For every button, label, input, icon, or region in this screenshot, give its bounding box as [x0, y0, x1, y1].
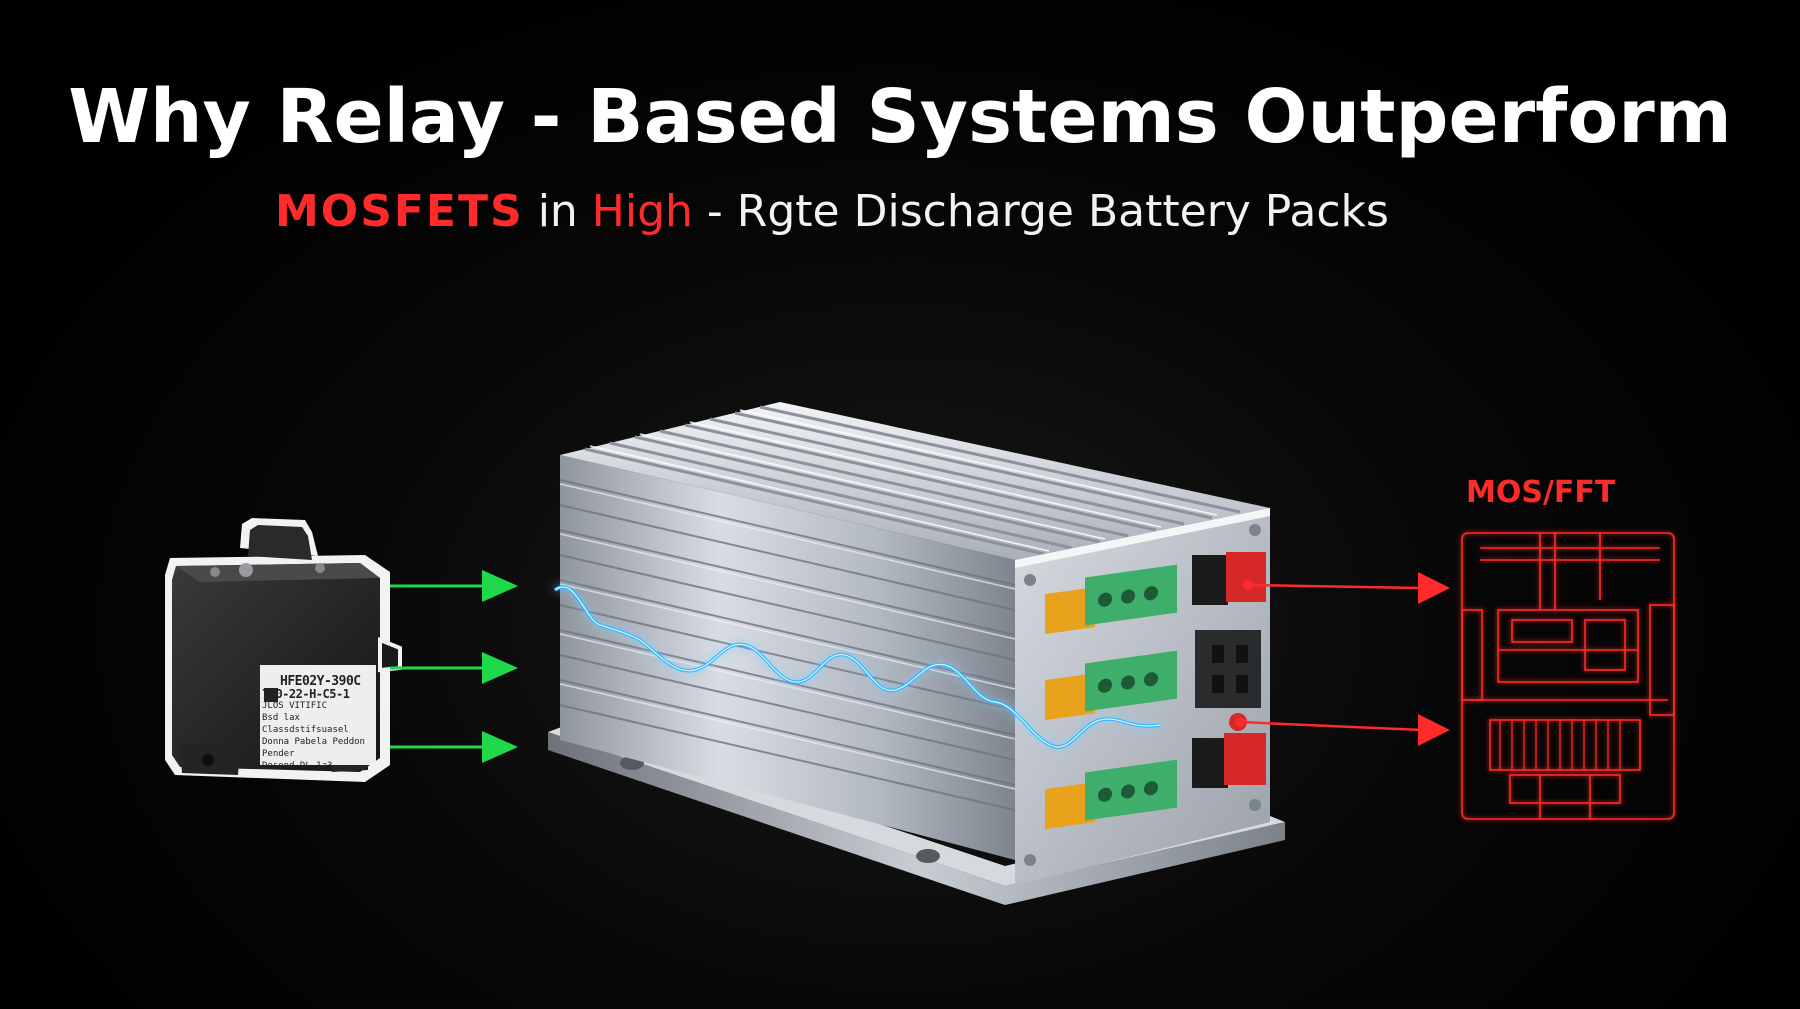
relay-label-text: HFE02Y-390C 700-22-H-C5-1 JLOS VITIFIC B…: [262, 674, 374, 772]
subtitle-mosfets: MOSFETS: [275, 186, 524, 237]
subtitle-in: in: [523, 186, 592, 237]
current-wave: [553, 585, 1161, 749]
relay: [165, 518, 402, 782]
relay-spec-line: Dosond DL 1a3: [262, 761, 333, 771]
arrow-right-icon: [1418, 572, 1450, 604]
arrow-right-icon: [482, 731, 518, 763]
mosfet-schematic: [1461, 532, 1675, 820]
input-arrows: [390, 570, 518, 763]
terminal-block-middle: [1045, 650, 1177, 721]
output-arrows: [1235, 572, 1450, 746]
relay-spec-line: Classdstifsuasel: [262, 725, 349, 735]
arrow-right-icon: [1418, 714, 1450, 746]
subtitle-high: High: [591, 186, 693, 237]
relay-spec-line: JLOS VITIFIC: [262, 701, 328, 711]
subtitle-rest: - Rgte Discharge Battery Packs: [692, 186, 1389, 237]
heatsink-top: [560, 402, 1270, 560]
relay-label-sticker: [260, 665, 376, 765]
mosfet-callout-label: MOS/FFT: [1466, 475, 1616, 510]
terminal-block-top: [1045, 564, 1177, 635]
arrow-right-icon: [482, 652, 518, 684]
relay-part-number: HFE02Y-390C: [280, 674, 361, 689]
relay-spec-line: Donna Pabela Peddon Pender: [262, 737, 365, 759]
terminal-block-bottom: [1045, 759, 1177, 830]
relay-brand-logo: [264, 688, 278, 702]
connector-bottom: [1192, 713, 1266, 788]
connector-middle: [1195, 630, 1261, 708]
page-subtitle: MOSFETS in High - Rgte Discharge Battery…: [275, 190, 1575, 234]
arrow-right-icon: [482, 570, 518, 602]
page-title: Why Relay - Based Systems Outperform: [68, 74, 1732, 160]
relay-model-code: 700-22-H-C5-1: [262, 687, 350, 701]
connector-top: [1192, 552, 1266, 605]
heatsink-side: [559, 455, 1016, 860]
relay-spec-line: Bsd lax: [262, 713, 300, 723]
mount-screw: [916, 849, 940, 863]
